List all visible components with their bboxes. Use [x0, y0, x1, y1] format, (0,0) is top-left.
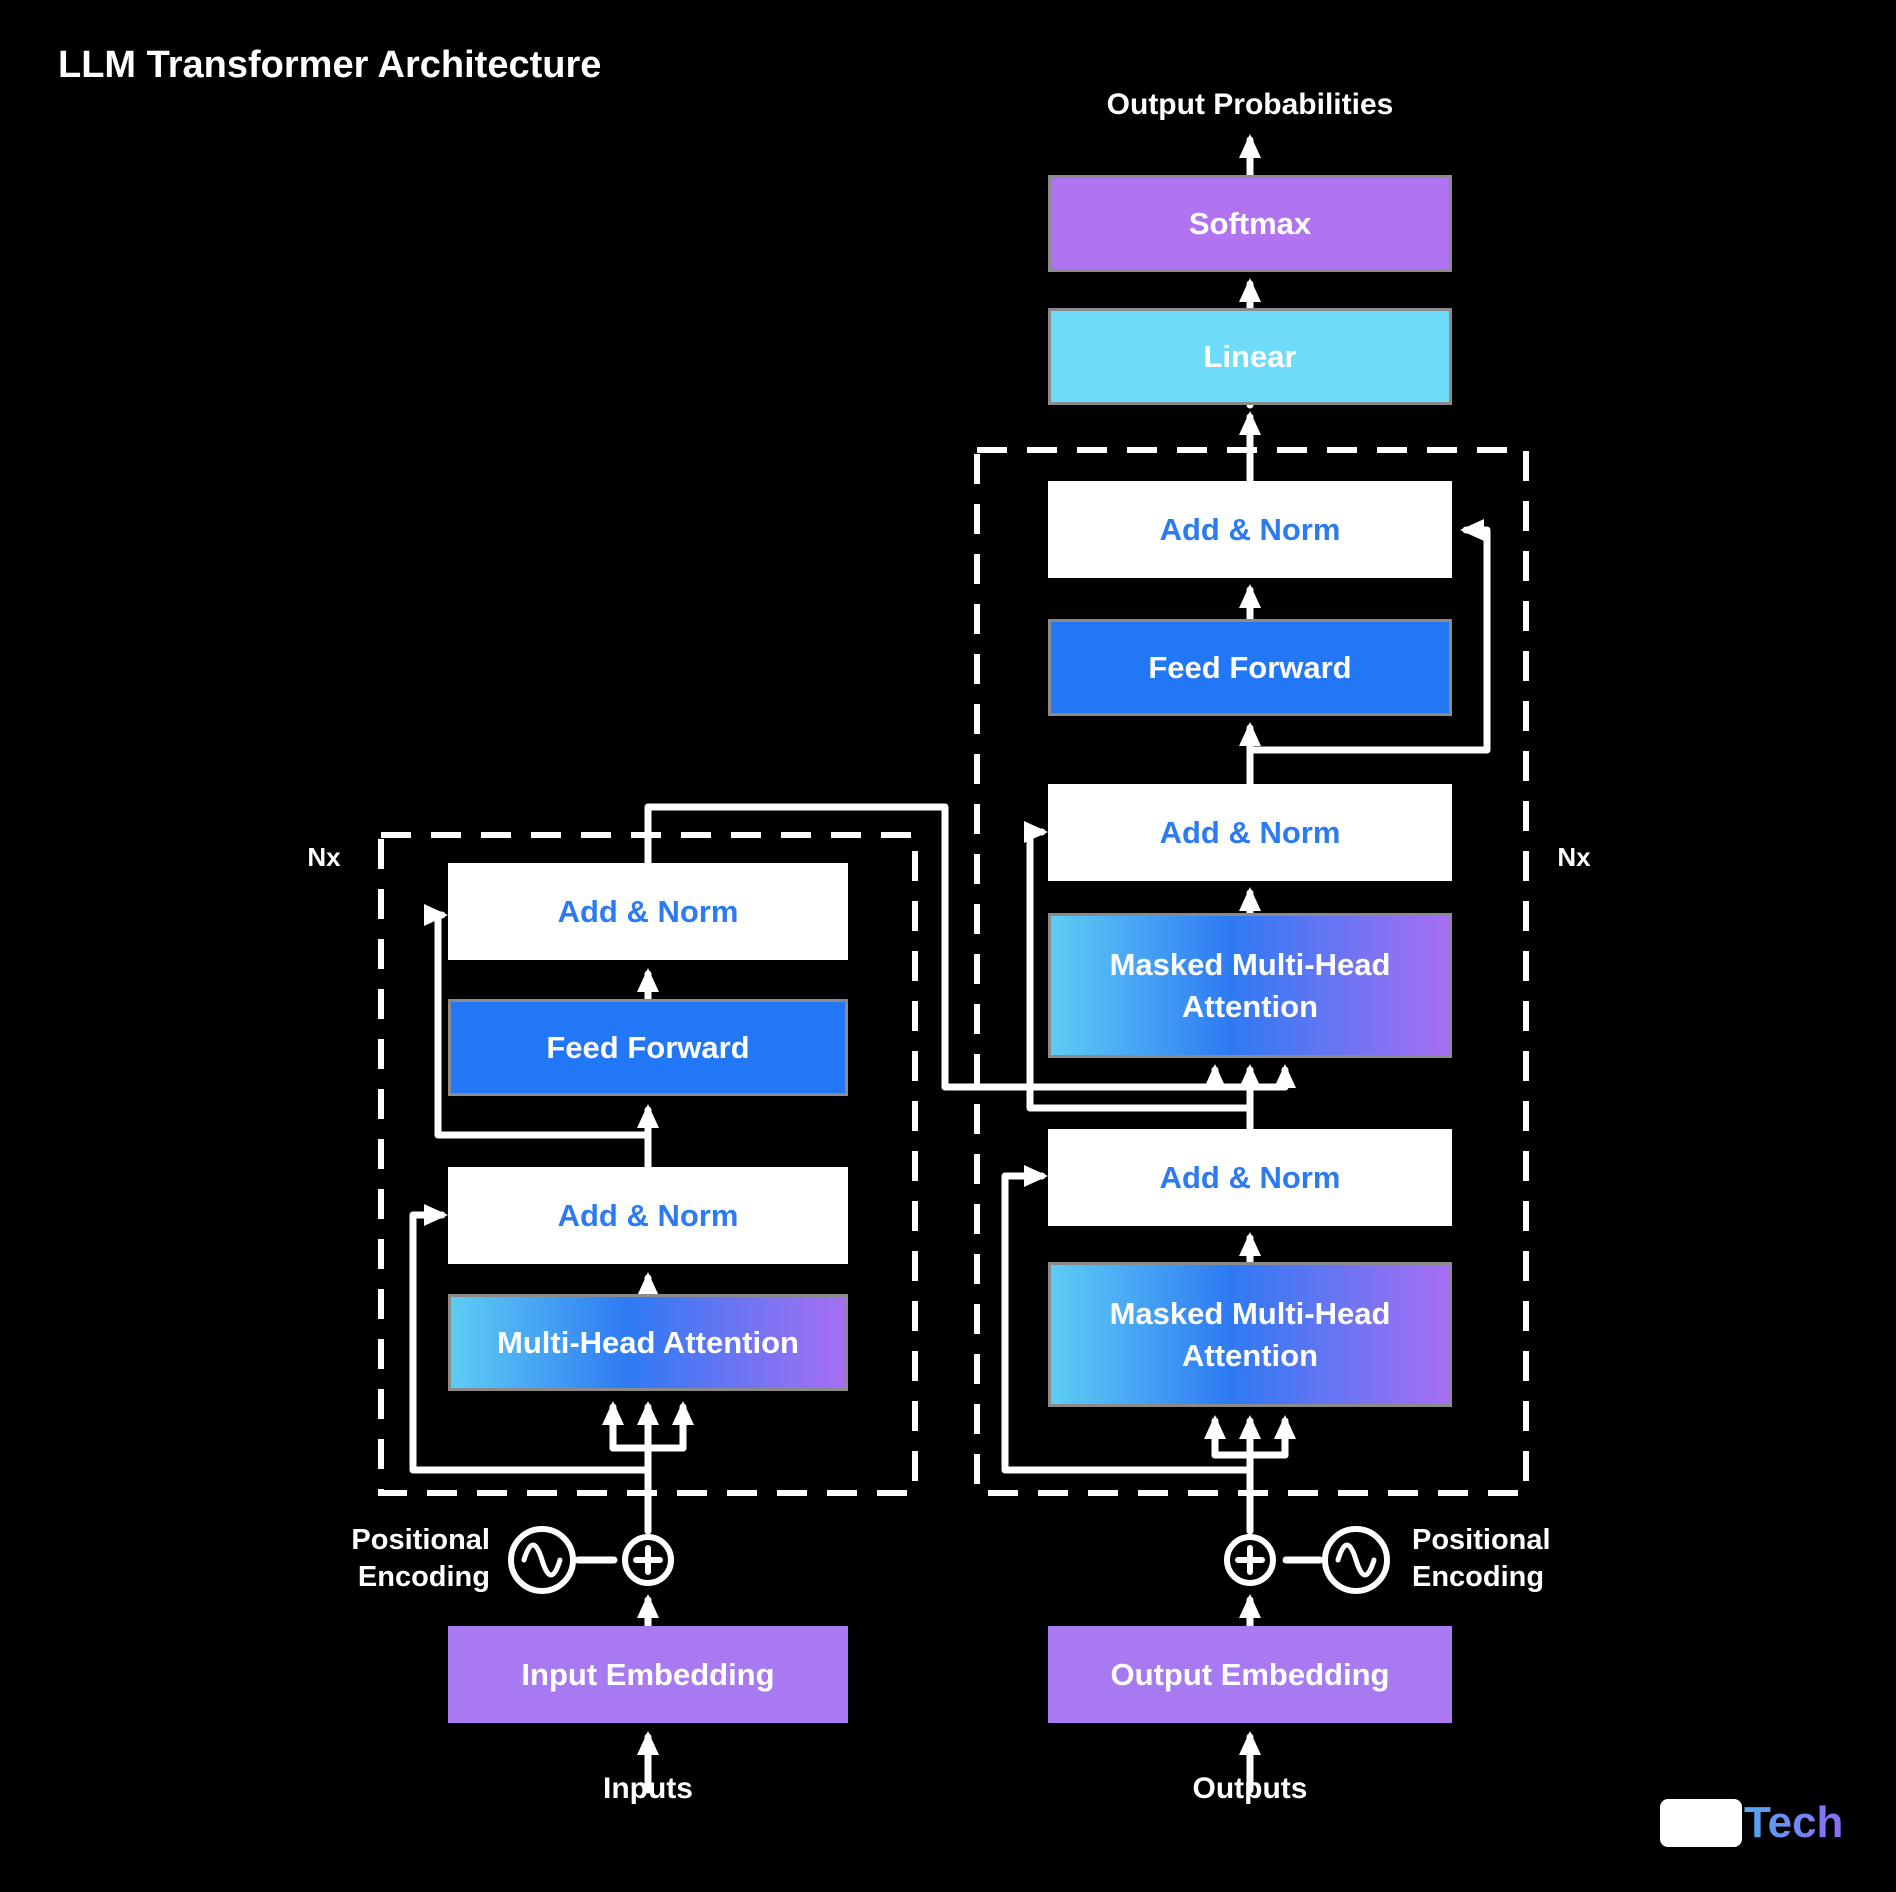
add-norm-block: Add & Norm [1048, 784, 1452, 881]
softmax-block: Softmax [1048, 175, 1452, 272]
linear-block: Linear [1048, 308, 1452, 405]
add-norm-block: Add & Norm [448, 1167, 848, 1264]
watermark-tech-label: Tech [1744, 1798, 1844, 1847]
add-norm-block: Add & Norm [1048, 1129, 1452, 1226]
feed-forward-block: Feed Forward [448, 999, 848, 1096]
positional-encoding-label: Positional Encoding [1412, 1524, 1551, 1594]
output-probabilities-label: Output Probabilities [1106, 88, 1394, 121]
page-title: LLM Transformer Architecture [58, 44, 602, 86]
n-times-label: Nx [307, 842, 341, 872]
masked-multi-head-attention-block: Masked Multi-Head Attention [1048, 913, 1452, 1058]
input-embedding-block: Input Embedding [448, 1626, 848, 1723]
inputs-label: Inputs [603, 1772, 693, 1805]
add-circle-icon [1224, 1534, 1276, 1586]
add-norm-block: Add & Norm [448, 863, 848, 960]
masked-multi-head-attention-block: Masked Multi-Head Attention [1048, 1262, 1452, 1407]
positional-encoding-label: Positional Encoding [351, 1524, 490, 1594]
watermark-logo-blob [1660, 1799, 1742, 1847]
outputs-label: Outputs [1192, 1772, 1308, 1805]
n-times-label: Nx [1557, 842, 1591, 872]
output-embedding-block: Output Embedding [1048, 1626, 1452, 1723]
watermark: Tech [1660, 1798, 1843, 1848]
sine-wave-icon [1322, 1526, 1390, 1594]
add-circle-icon [622, 1534, 674, 1586]
sine-wave-icon [508, 1526, 576, 1594]
add-norm-block: Add & Norm [1048, 481, 1452, 578]
feed-forward-block: Feed Forward [1048, 619, 1452, 716]
multi-head-attention-block: Multi-Head Attention [448, 1294, 848, 1391]
